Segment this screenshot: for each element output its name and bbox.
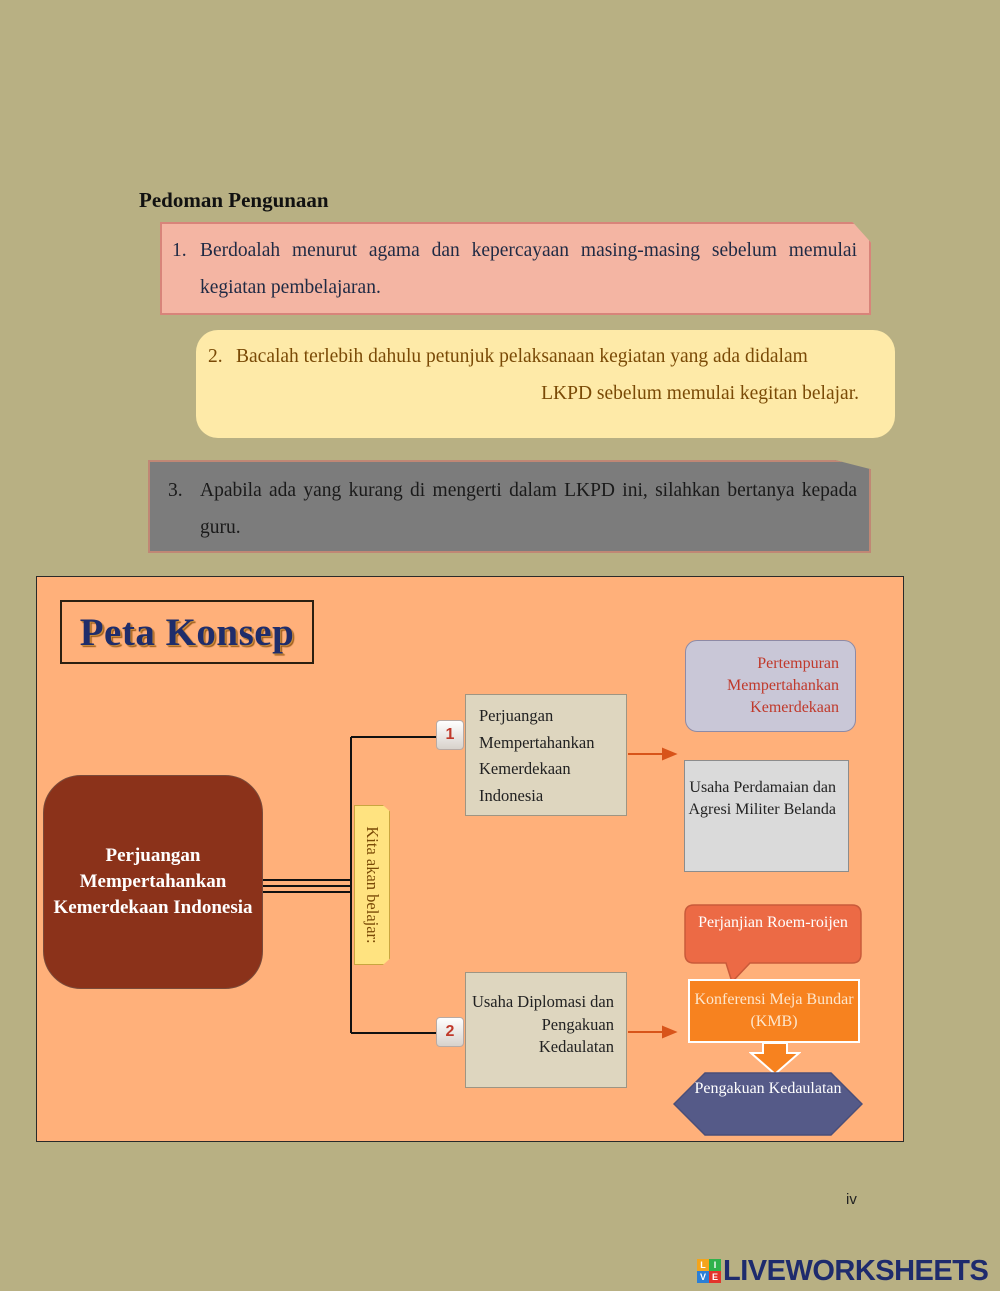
guideline-text-line1: Bacalah terlebih dahulu petunjuk pelaksa… <box>236 346 808 367</box>
guideline-1: 1. Berdoalah menurut agama dan kepercaya… <box>160 222 871 315</box>
usaha-perdamaian-box: Usaha Perdamaian dan Agresi Militer Bela… <box>684 760 849 872</box>
guideline-number: 1. <box>172 240 187 261</box>
perjanjian-box: Perjanjian Roem-roijen <box>698 914 848 931</box>
branch-badge-2: 2 <box>436 1017 464 1047</box>
logo-letter-l: L <box>697 1259 709 1271</box>
logo-letter-e: E <box>709 1271 721 1283</box>
page-number: iv <box>846 1191 857 1208</box>
perjanjian-callout-shape <box>684 904 862 984</box>
guideline-2: 2. Bacalah terlebih dahulu petunjuk pela… <box>196 330 895 438</box>
guideline-text: Apabila ada yang kurang di mengerti dala… <box>200 480 857 538</box>
concept-map-title: Peta Konsep <box>60 600 314 664</box>
liveworksheets-logo-icon: L I V E <box>697 1259 721 1283</box>
guideline-text: Berdoalah menurut agama dan kepercayaan … <box>200 240 857 298</box>
branch2-box: Usaha Diplomasi dan Pengakuan Kedaulatan <box>465 972 627 1088</box>
logo-letter-v: V <box>697 1271 709 1283</box>
main-topic-box: Perjuangan Mempertahankan Kemerdekaan In… <box>43 775 263 989</box>
section-heading: Pedoman Pengunaan <box>139 188 329 212</box>
branch1-box: Perjuangan Mempertahankan Kemerdekaan In… <box>465 694 627 816</box>
kmb-box: Konferensi Meja Bundar (KMB) <box>688 979 860 1043</box>
liveworksheets-logo: L I V E LIVEWORKSHEETS <box>697 1254 989 1287</box>
pengakuan-hexagon-shape <box>673 1072 863 1136</box>
connector-label-box: Kita akan belajar: <box>354 805 390 965</box>
guideline-number: 2. <box>208 346 223 367</box>
liveworksheets-wordmark: LIVEWORKSHEETS <box>723 1254 989 1287</box>
down-arrow-icon <box>749 1043 801 1075</box>
logo-letter-i: I <box>709 1259 721 1271</box>
guideline-3: 3. Apabila ada yang kurang di mengerti d… <box>148 460 871 553</box>
pertempuran-box: Pertempuran Mempertahankan Kemerdekaan <box>685 640 856 732</box>
guideline-number: 3. <box>168 480 183 501</box>
connector-label: Kita akan belajar: <box>363 826 382 944</box>
branch-badge-1: 1 <box>436 720 464 750</box>
pengakuan-box: Pengakuan Kedaulatan <box>694 1080 842 1097</box>
guideline-text-line2: LKPD sebelum memulai kegitan belajar. <box>541 383 859 404</box>
guideline-text: Bacalah terlebih dahulu petunjuk pelaksa… <box>236 338 859 412</box>
